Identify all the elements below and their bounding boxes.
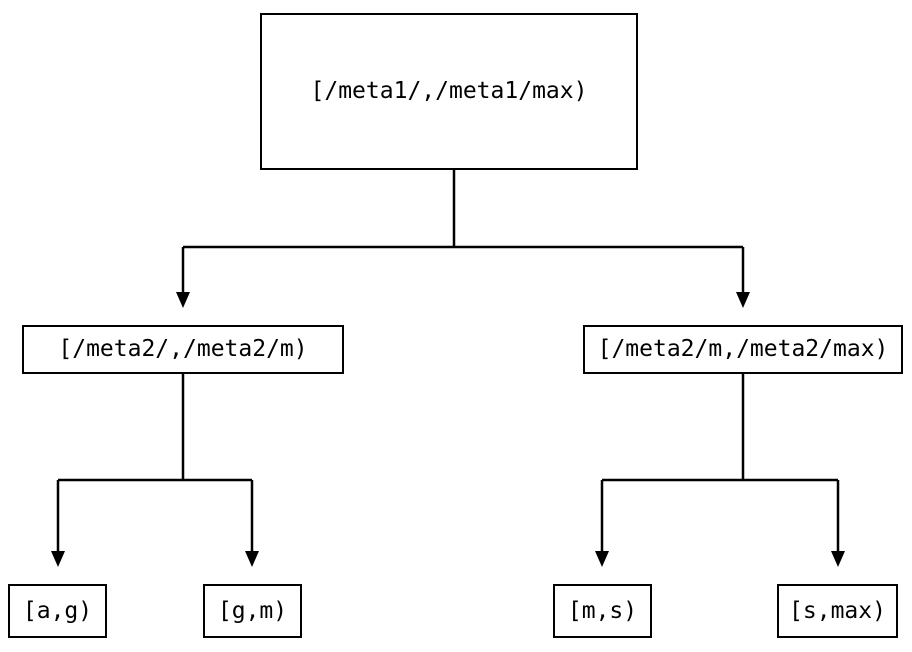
arrowhead-leaf-gm-icon (245, 551, 259, 567)
arrowhead-leaf-ms-icon (595, 551, 609, 567)
node-leaf-gm: [g,m) (203, 584, 302, 638)
node-leaf-ag-label: [a,g) (22, 597, 93, 624)
arrowhead-right-child-icon (736, 292, 750, 308)
arrowhead-leaf-smax-icon (831, 551, 845, 567)
node-root-label: [/meta1/,/meta1/max) (310, 78, 588, 104)
node-leaf-ms: [m,s) (553, 584, 652, 638)
node-meta2-left: [/meta2/,/meta2/m) (22, 325, 344, 374)
node-leaf-smax-label: [s,max) (789, 597, 886, 624)
node-leaf-ms-label: [m,s) (567, 597, 638, 624)
node-root: [/meta1/,/meta1/max) (260, 13, 638, 170)
arrowhead-leaf-ag-icon (51, 551, 65, 567)
node-meta2-right-label: [/meta2/m,/meta2/max) (597, 336, 889, 362)
node-leaf-smax: [s,max) (777, 584, 898, 638)
node-leaf-gm-label: [g,m) (217, 597, 288, 624)
arrowhead-left-child-icon (176, 292, 190, 308)
node-meta2-right: [/meta2/m,/meta2/max) (583, 325, 903, 374)
node-meta2-left-label: [/meta2/,/meta2/m) (58, 336, 308, 362)
node-leaf-ag: [a,g) (8, 584, 107, 638)
